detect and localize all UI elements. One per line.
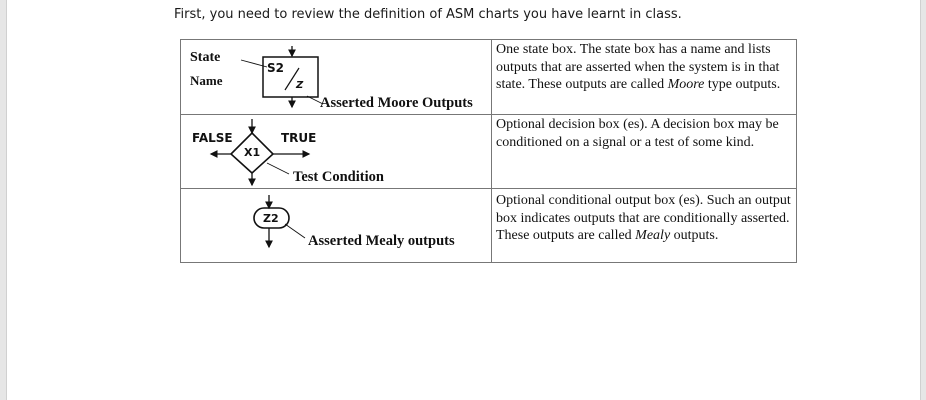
moore-term: Moore <box>667 77 705 92</box>
condition-pointer-line <box>266 162 290 175</box>
conditional-output-figure: Z2 Asserted Mealy outputs <box>181 189 491 262</box>
state-box-row: State Name S2 Z Asserted Moore Outputs O… <box>181 40 796 114</box>
output-pointer-line <box>306 95 324 105</box>
state-box-description: One state box. The state box has a name … <box>491 40 796 114</box>
condition-text: X1 <box>244 146 261 159</box>
state-name-text: S2 <box>267 61 284 75</box>
false-label: FALSE <box>192 131 233 145</box>
mealy-caption: Asserted Mealy outputs <box>308 233 455 249</box>
test-condition-caption: Test Condition <box>293 169 384 185</box>
document-page: First, you need to review the definition… <box>6 0 921 400</box>
name-pointer-line <box>240 59 268 68</box>
mealy-desc-end: outputs. <box>670 228 719 243</box>
conditional-output-row: Z2 Asserted Mealy outputs Optional condi… <box>181 188 796 262</box>
moore-caption: Asserted Moore Outputs <box>320 95 473 111</box>
conditional-output-description: Optional conditional output box (es). Su… <box>491 189 796 262</box>
intro-text: First, you need to review the definition… <box>174 7 682 22</box>
moore-desc-end: type outputs. <box>704 77 781 92</box>
state-output-text: Z <box>296 80 304 91</box>
mealy-desc-text: Optional conditional output box (es). Su… <box>496 193 791 243</box>
conditional-output-diagram <box>253 195 306 249</box>
decision-box-description: Optional decision box (es). A decision b… <box>491 115 796 188</box>
moore-desc-text: One state box. The state box has a name … <box>496 42 780 92</box>
name-label: Name <box>190 73 223 88</box>
state-box-figure: State Name S2 Z Asserted Moore Outputs <box>181 40 491 114</box>
state-box-divider <box>284 67 300 91</box>
mealy-term: Mealy <box>635 228 671 243</box>
state-box <box>262 56 319 98</box>
state-label: State <box>190 50 221 65</box>
decision-box-row: FALSE TRUE X1 Test Condition Optional de… <box>181 114 796 188</box>
conditional-output-box <box>253 207 290 229</box>
conditional-output-text: Z2 <box>263 212 279 225</box>
mealy-pointer-line <box>284 223 306 239</box>
decision-box-diagram <box>209 119 311 187</box>
decision-box-figure: FALSE TRUE X1 Test Condition <box>181 115 491 188</box>
true-label: TRUE <box>281 131 317 145</box>
state-box-diagram <box>240 46 324 109</box>
asm-definition-table: State Name S2 Z Asserted Moore Outputs O… <box>180 39 797 263</box>
